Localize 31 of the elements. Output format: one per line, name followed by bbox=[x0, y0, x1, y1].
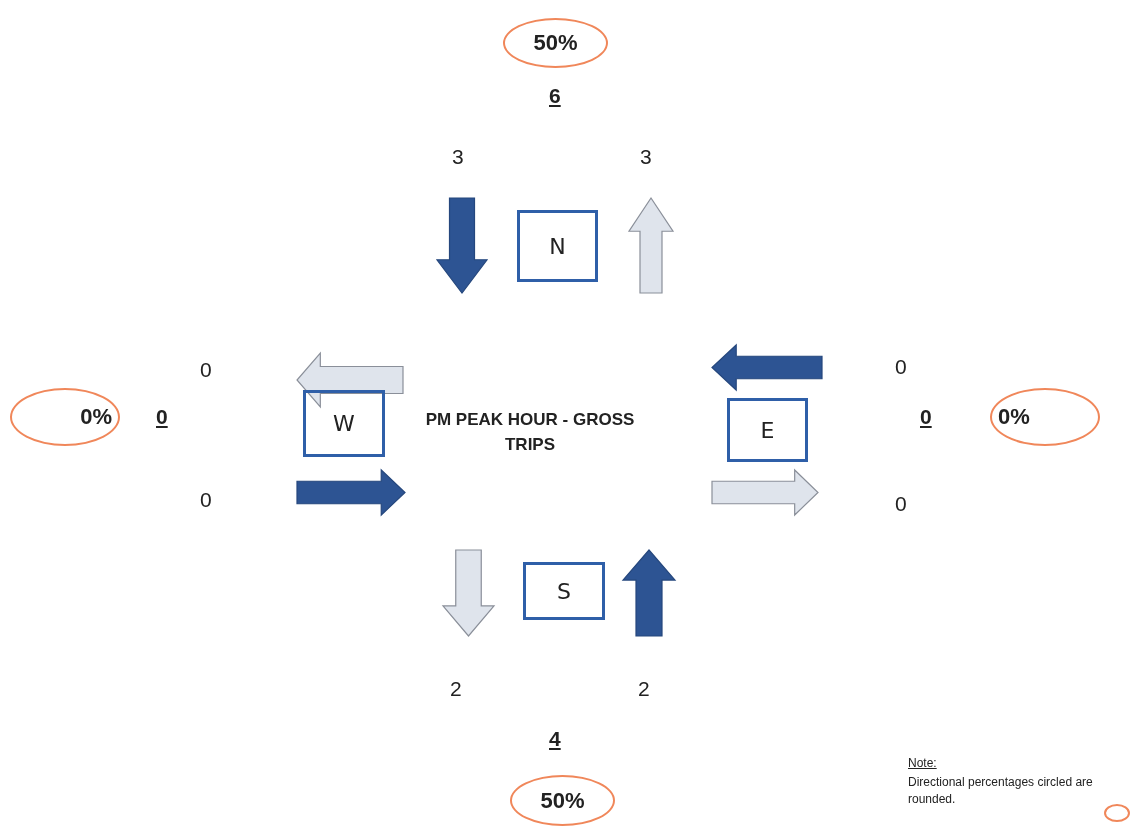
count-value: 2 bbox=[450, 677, 462, 701]
direction-letter: W bbox=[333, 411, 355, 436]
percentage-text: 0% bbox=[998, 404, 1030, 430]
circled-percentage bbox=[990, 388, 1100, 446]
circled-percentage bbox=[510, 775, 615, 826]
center-title: PM PEAK HOUR - GROSS TRIPS bbox=[424, 409, 636, 456]
total-value: 0 bbox=[919, 405, 933, 429]
direction-box bbox=[303, 390, 385, 457]
direction-letter: E bbox=[760, 417, 775, 443]
count-value: 3 bbox=[452, 145, 464, 169]
direction-box bbox=[727, 398, 808, 462]
circled-percentage bbox=[503, 18, 608, 68]
count-value: 0 bbox=[200, 358, 212, 382]
count-value: 3 bbox=[640, 145, 652, 169]
note-heading: Note: bbox=[908, 756, 937, 770]
percentage-text: 50% bbox=[533, 30, 578, 56]
percentage-text: 50% bbox=[540, 787, 585, 814]
direction-letter: S bbox=[557, 578, 571, 604]
count-value: 0 bbox=[200, 488, 212, 512]
direction-letter: N bbox=[549, 233, 566, 259]
count-value: 2 bbox=[638, 677, 650, 701]
circled-percentage bbox=[10, 388, 120, 446]
direction-box bbox=[523, 562, 605, 620]
total-value: 4 bbox=[548, 727, 562, 751]
direction-box bbox=[517, 210, 598, 282]
percentage-text: 0% bbox=[80, 404, 112, 430]
count-value: 0 bbox=[895, 355, 907, 379]
note-text: Directional percentages circled are rounded. bbox=[908, 774, 1094, 808]
count-value: 0 bbox=[895, 492, 907, 516]
total-value: 0 bbox=[155, 405, 169, 429]
total-value: 6 bbox=[548, 84, 562, 108]
